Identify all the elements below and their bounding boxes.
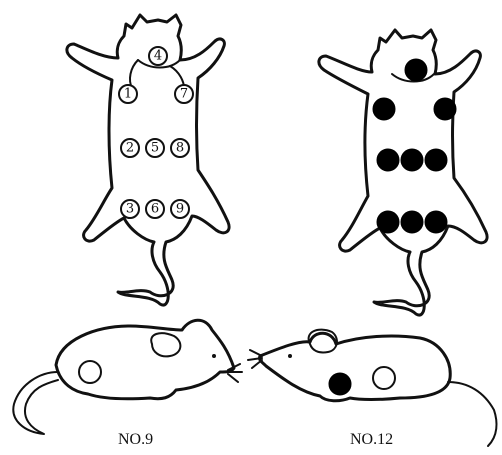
mouse-no12-mark-open [373, 367, 395, 389]
filled-spot-upper-left [373, 98, 395, 120]
mouse-no9-mark [79, 361, 101, 383]
mouse-no9-body [56, 320, 234, 399]
spot-label: 9 [176, 202, 184, 217]
mouse-no12-mark-filled [329, 373, 351, 395]
mouse-no9-caption: NO.9 [118, 431, 153, 448]
spot-6: 6 [146, 200, 164, 218]
numbered-pelt: 4 1 7 2 5 8 3 [67, 15, 229, 305]
spot-9: 9 [171, 200, 189, 218]
mouse-no9-tail [13, 372, 58, 434]
filled-spot-mid-3 [425, 149, 447, 171]
spot-4: 4 [149, 47, 167, 65]
spot-5: 5 [146, 139, 164, 157]
spot-label: 5 [151, 141, 159, 156]
mouse-no12-body [259, 333, 450, 401]
filled-spot-low-2 [401, 211, 423, 233]
spot-label: 3 [126, 202, 134, 217]
filled-spot-upper-right [434, 98, 456, 120]
spot-label: 7 [180, 87, 188, 102]
mouse-no12-eye-icon [288, 354, 292, 358]
spot-label: 8 [176, 141, 184, 156]
mouse-no12-caption: NO.12 [350, 431, 393, 448]
spot-3: 3 [121, 200, 139, 218]
filled-spot-top [405, 59, 427, 81]
filled-pelt [319, 30, 487, 315]
mouse-no9-eye-icon [212, 354, 216, 358]
filled-spots [373, 59, 456, 233]
mouse-no12-tail [448, 382, 496, 446]
spot-8: 8 [171, 139, 189, 157]
mouse-no12: NO.12 [248, 330, 496, 448]
filled-spot-mid-2 [401, 149, 423, 171]
spot-1: 1 [119, 85, 137, 103]
mouse-no9: NO.9 [13, 320, 242, 448]
spot-label: 6 [151, 202, 159, 217]
spot-label: 1 [124, 87, 132, 102]
spot-label: 4 [154, 49, 162, 64]
filled-spot-low-1 [377, 211, 399, 233]
filled-pelt-outline [319, 30, 487, 315]
numbered-pelt-outline [67, 15, 229, 305]
spot-label: 2 [126, 141, 134, 156]
spot-2: 2 [121, 139, 139, 157]
mouse-no9-ear [151, 333, 180, 356]
spot-7: 7 [175, 85, 193, 103]
mouse-no9-whiskers [228, 364, 242, 382]
filled-spot-mid-1 [377, 149, 399, 171]
filled-spot-low-3 [425, 211, 447, 233]
pelt-left-leg-curve [130, 60, 138, 88]
mouse-no12-whiskers [248, 350, 262, 368]
